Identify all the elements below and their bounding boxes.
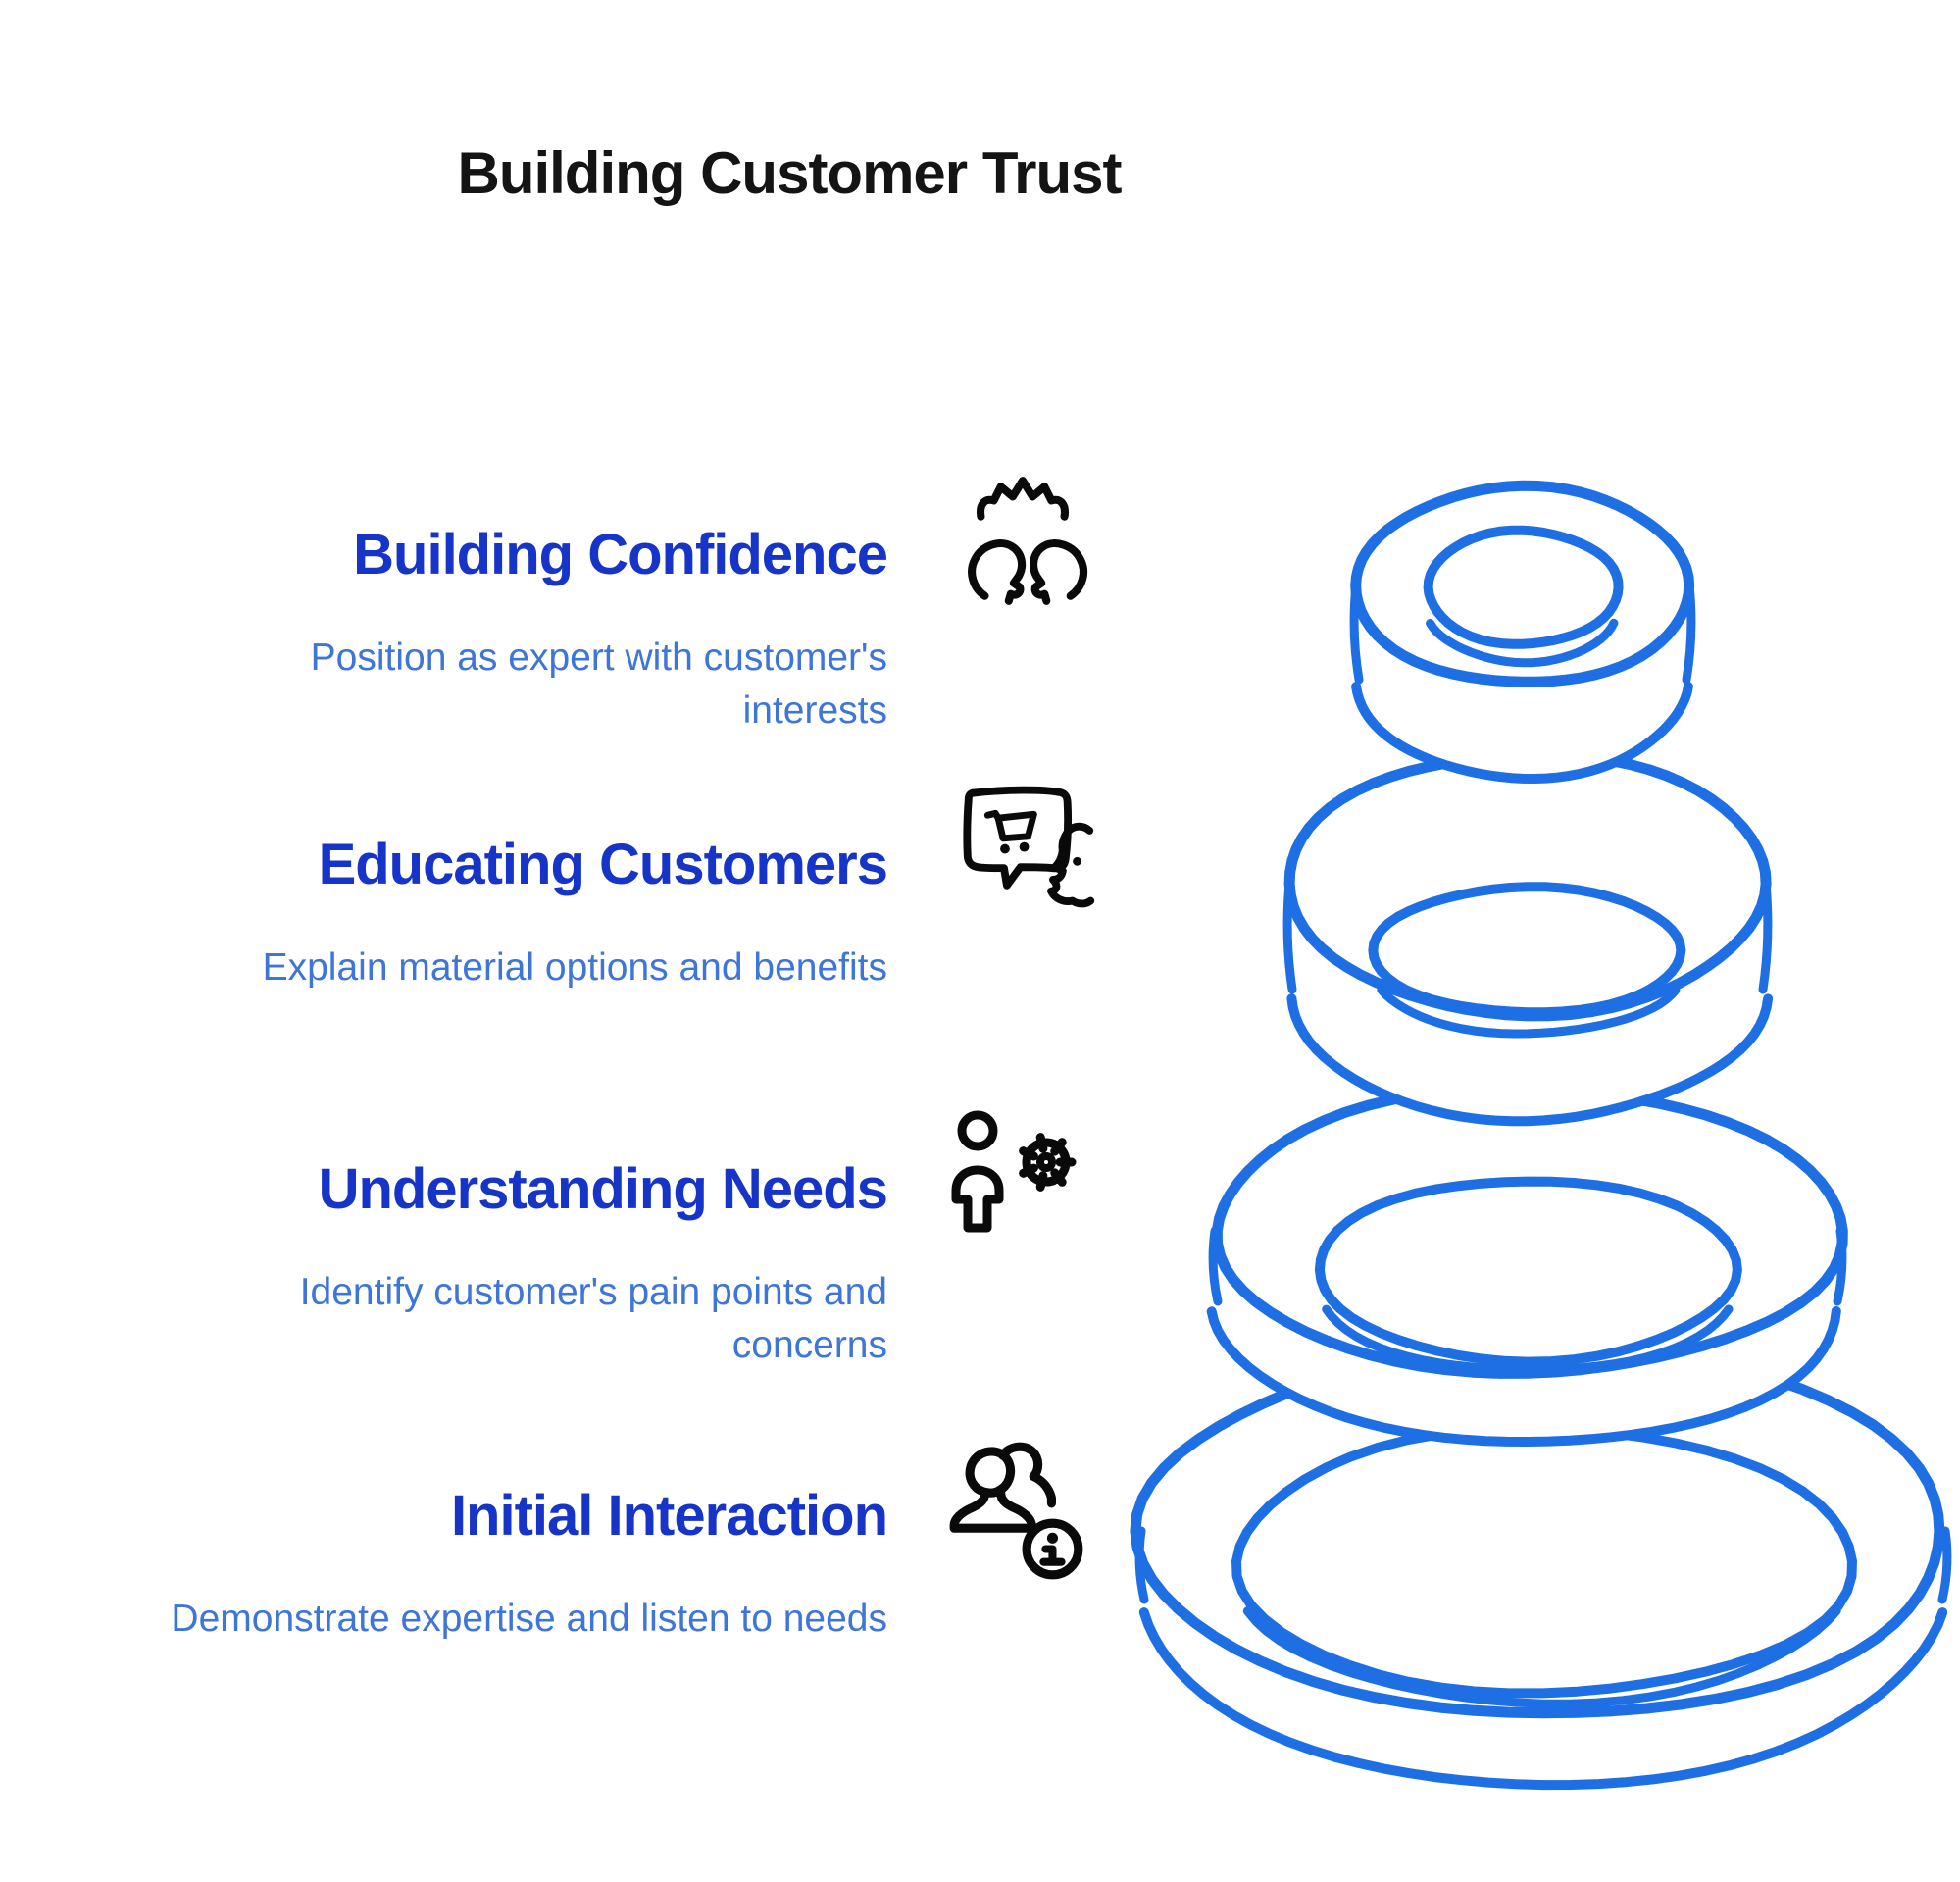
pyramid-ring-path [1286,993,1774,1127]
pyramid-ring-path [1134,1526,1149,1604]
section-heading: Initial Interaction [450,1484,888,1548]
pyramid-ring-path [1426,618,1619,668]
pyramid-ring-path [1206,1306,1841,1447]
page-title: Building Customer Trust [457,140,1122,207]
section-educating-customers: Educating Customers Explain material opt… [0,833,888,994]
pyramid-ring-path [1377,985,1681,1039]
pyramid-ring-path [1314,1176,1742,1367]
pyramid-ring-path [1210,1088,1837,1442]
pyramid-ring-path [1282,879,1297,994]
pyramid-ring-path [1211,1083,1848,1379]
section-description: Explain material options and benefits [262,946,887,989]
pyramid-ring-path [1351,682,1693,784]
pyramid-ring-path [1283,749,1772,1022]
pyramid-ring-path [1242,1606,1841,1708]
section-heading: Understanding Needs [318,1157,888,1221]
crowned-people-icon [953,467,1092,616]
section-description: Identify customer's pain points and conc… [299,1271,887,1366]
section-heading: Educating Customers [318,833,888,896]
pyramid-ring-path [1758,879,1773,994]
section-description: Demonstrate expertise and listen to need… [171,1598,887,1640]
section-heading: Building Confidence [353,523,888,586]
pyramid-ring-path [1289,751,1769,1122]
pyramid-ring-path [1349,581,1364,685]
cart-speech-bubble-face-icon [949,778,1108,927]
pyramid-ring-path [1141,1348,1952,1786]
people-info-icon [943,1438,1092,1587]
pyramid-ring-path [1355,488,1690,779]
pyramid-ring-path [1682,581,1696,685]
pyramid-ring-path [1138,1607,1948,1791]
pyramid-ring-path [1208,1226,1223,1306]
pyramid-ring-path [1322,1304,1734,1375]
section-building-confidence: Building Confidence Position as expert w… [0,523,888,738]
person-gear-icon [943,1106,1090,1253]
pyramid-ring-path [1350,480,1695,687]
section-initial-interaction: Initial Interaction Demonstrate expertis… [0,1484,888,1646]
pyramid-ring-path [1423,525,1624,649]
section-understanding-needs: Understanding Needs Identify customer's … [0,1157,888,1372]
pyramid-ring-path [1231,1423,1857,1699]
pyramid-ring-path [1130,1339,1945,1719]
pyramid-ring-path [1368,882,1686,1018]
section-description: Position as expert with customer's inter… [310,636,887,732]
pyramid-ring-path [1937,1526,1952,1604]
pyramid-ring-path [1833,1226,1847,1306]
